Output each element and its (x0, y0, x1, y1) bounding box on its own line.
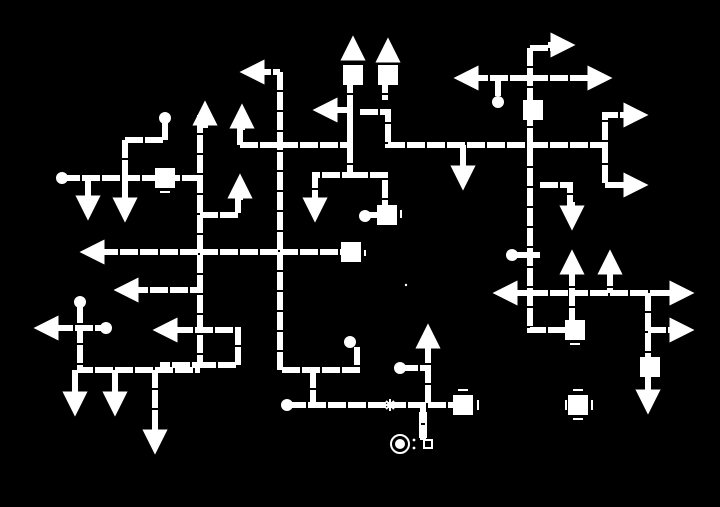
arrow-marker (33, 32, 695, 455)
node-ticks (160, 191, 593, 420)
maze-path (55, 45, 675, 440)
square-node (155, 65, 660, 415)
dot-marker (56, 96, 518, 411)
asterisk-marker (384, 399, 396, 411)
stray-dot (404, 283, 408, 287)
dot-in-ring-marker (390, 434, 433, 454)
double-line (419, 412, 427, 438)
